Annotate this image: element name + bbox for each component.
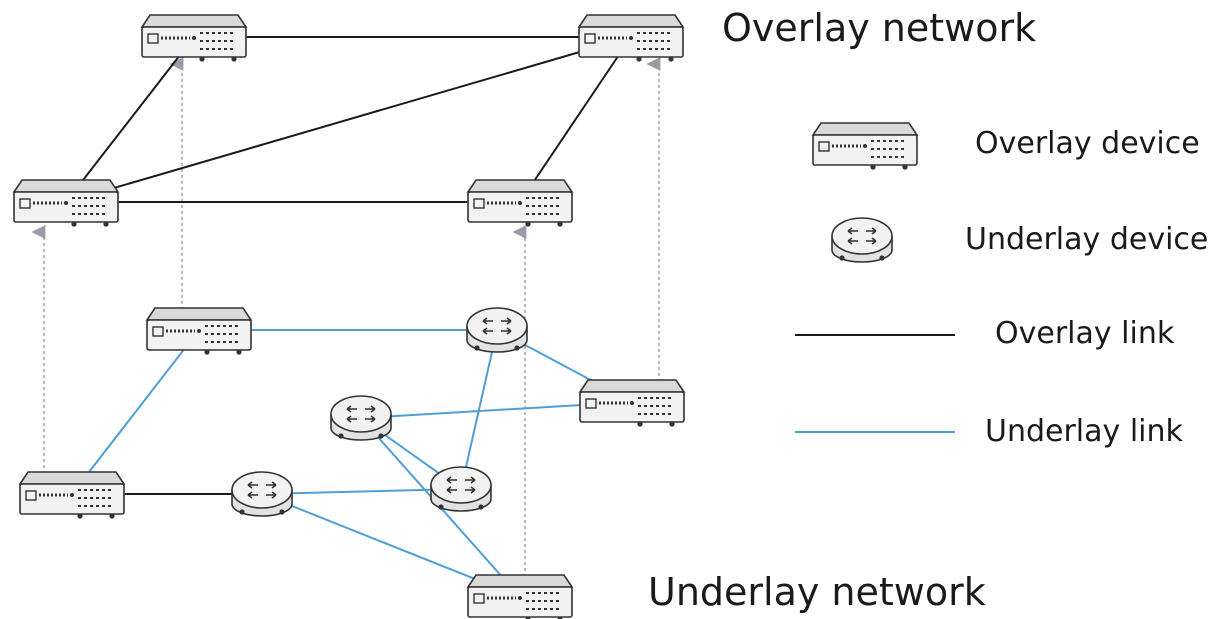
overlay-device-icon <box>18 471 126 519</box>
overlay-device-icon <box>12 179 120 227</box>
underlay-device-icon <box>231 471 293 517</box>
underlay-link-u1-u3 <box>71 329 200 495</box>
legend-underlay-device-label: Underlay device <box>965 222 1209 257</box>
legend-overlay-link-label: Overlay link <box>995 316 1175 351</box>
underlay-link-r1-r4 <box>460 329 498 490</box>
overlay-device-icon <box>578 379 686 427</box>
overlay-network-title: Overlay network <box>722 6 1037 50</box>
underlay-device-icon <box>430 466 492 512</box>
legend-graphics <box>795 122 955 433</box>
legend-overlay-device-label: Overlay device <box>975 126 1200 161</box>
overlay-device-icon <box>577 14 685 62</box>
overlay-link-o2-o3 <box>65 36 632 203</box>
legend-overlay-device-icon <box>811 122 919 170</box>
legend-underlay-device-icon <box>831 217 893 263</box>
underlay-device-icon <box>466 307 528 353</box>
overlay-device-icon <box>466 179 574 227</box>
overlay-device-icon <box>145 307 253 355</box>
overlay-device-icon <box>466 574 574 619</box>
legend-underlay-link-label: Underlay link <box>985 414 1183 449</box>
underlay-link-r4-r3 <box>261 488 462 495</box>
nodes <box>12 14 686 619</box>
overlay-device-icon <box>140 14 248 62</box>
underlay-device-icon <box>330 395 392 441</box>
underlay-network-title: Underlay network <box>648 570 986 614</box>
projection-lines <box>31 57 661 577</box>
overlay-link-o1-o3 <box>65 36 195 203</box>
overlay-link-o2-o4 <box>519 36 632 203</box>
